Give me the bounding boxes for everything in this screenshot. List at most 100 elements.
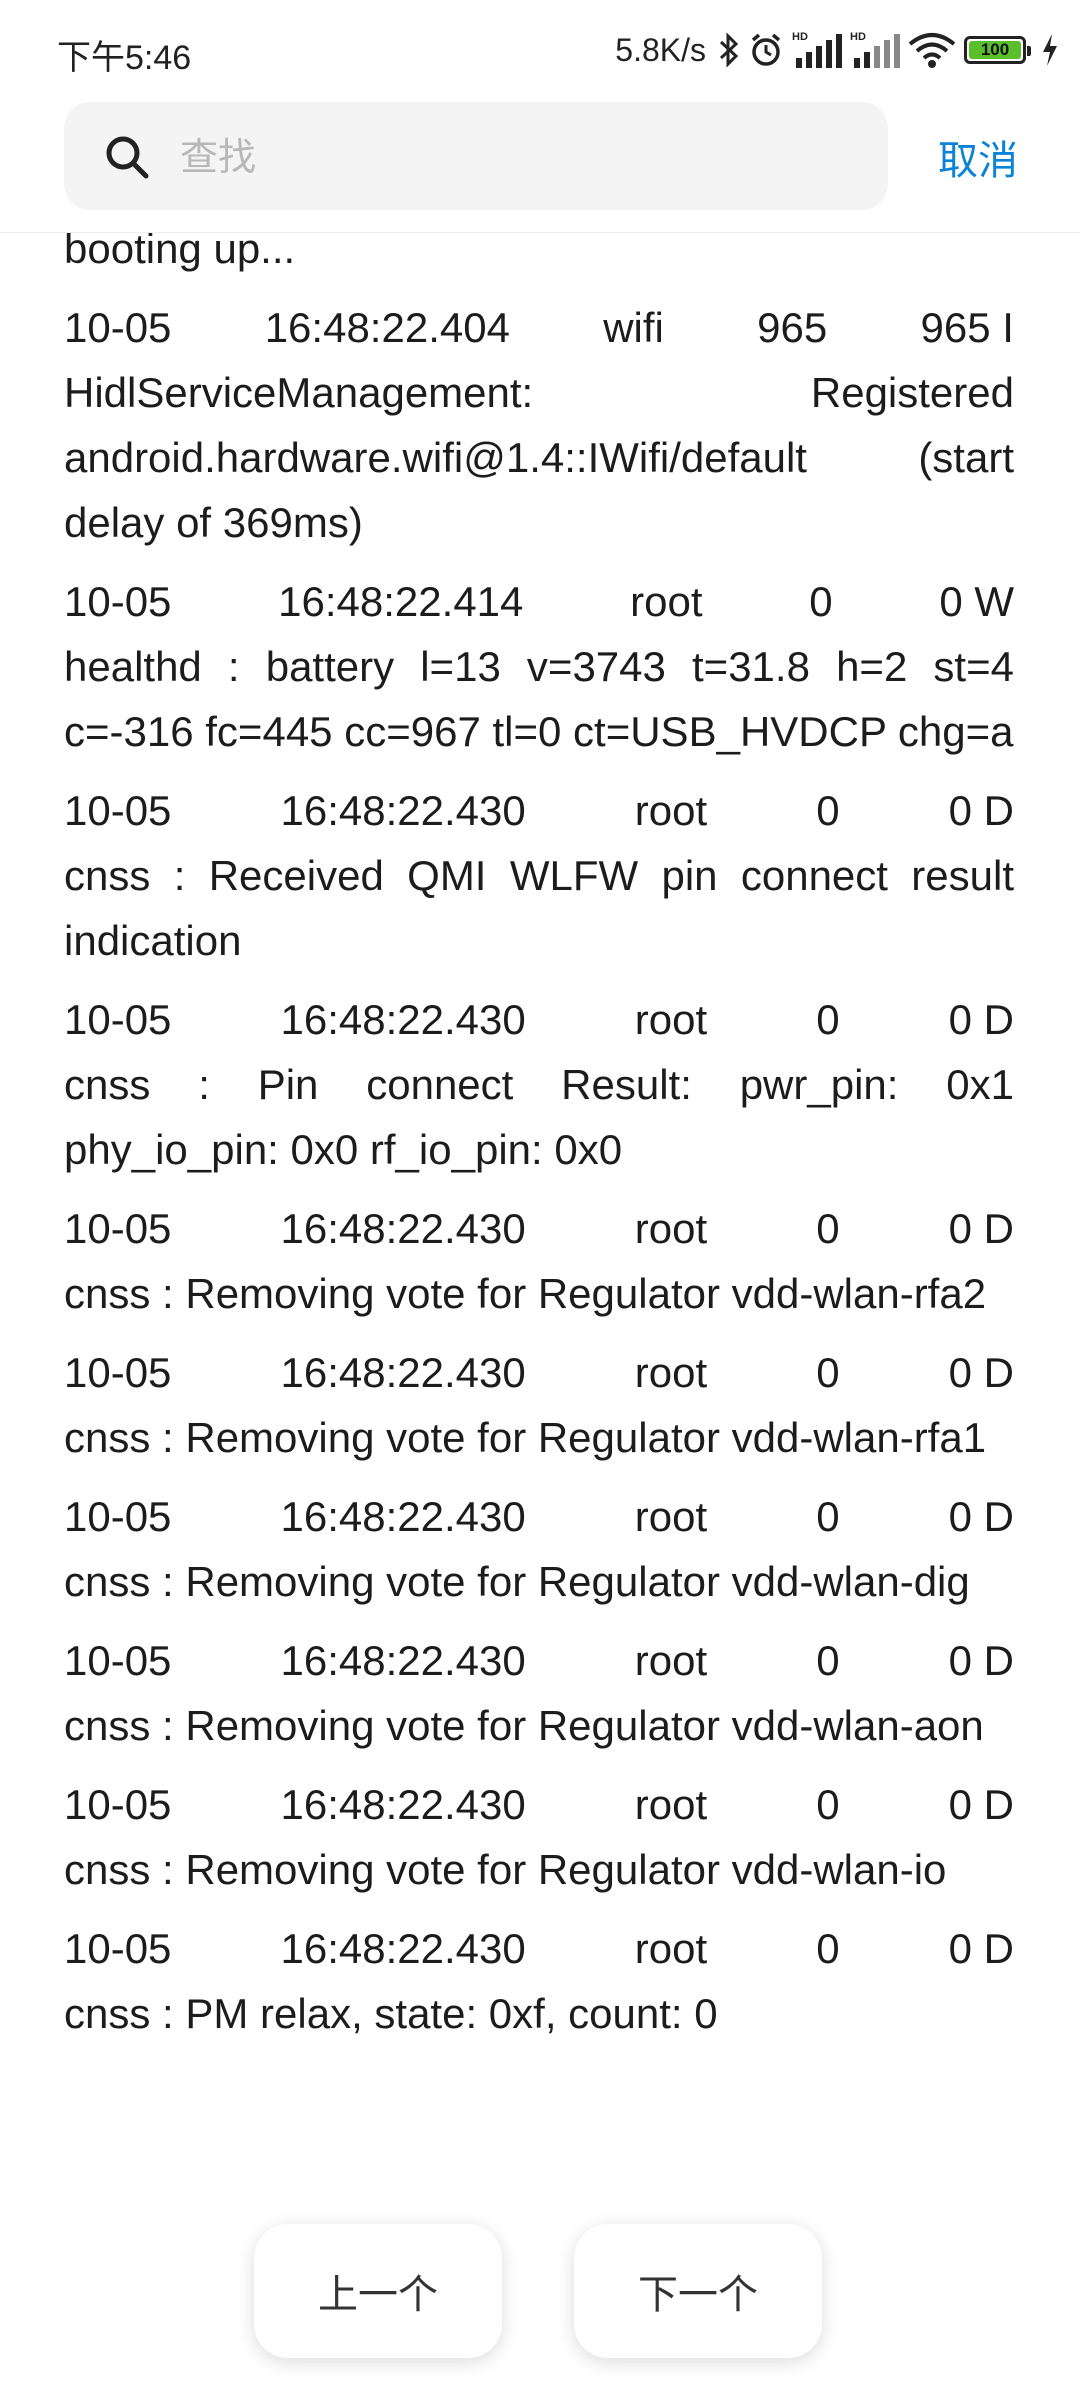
status-bar: 下午5:46 5.8K/s HD HD xyxy=(0,0,1080,100)
log-date: 10-05 xyxy=(64,1925,172,1972)
log-entry: 10-05 16:48:22.414 root 0 0 W healthd : batte… xyxy=(64,569,1014,764)
log-message: cnss : Received QMI WLFW pin connect res… xyxy=(64,852,1014,964)
log-message: cnss : Removing vote for Regulator vdd-w… xyxy=(64,1558,970,1605)
log-user: root xyxy=(634,996,708,1043)
log-time: 16:48:22.414 xyxy=(278,578,524,625)
status-icons: 5.8K/s HD HD xyxy=(615,28,1060,72)
log-date: 10-05 xyxy=(64,787,172,834)
log-level: 0 W xyxy=(939,578,1014,625)
signal-hd-2-icon: HD xyxy=(850,31,900,68)
svg-text:HD: HD xyxy=(792,31,808,43)
charging-icon xyxy=(1043,34,1057,66)
log-message: cnss : Removing vote for Regulator vdd-w… xyxy=(64,1702,984,1749)
log-entry: 10-05 16:48:22.404 wifi 965 965 I HidlService… xyxy=(64,295,1014,555)
search-box[interactable] xyxy=(64,102,888,210)
log-entry-meta: 10-05 16:48:22.414 root 0 0 W xyxy=(64,569,1014,634)
log-pid: 965 xyxy=(757,304,828,351)
log-entry-meta: 10-05 16:48:22.430 root 0 0 D xyxy=(64,1340,1014,1405)
log-pid: 0 xyxy=(816,1637,840,1684)
log-pid: 0 xyxy=(816,1349,840,1396)
search-input[interactable] xyxy=(178,124,862,190)
log-entry-meta: 10-05 16:48:22.430 root 0 0 D xyxy=(64,1916,1014,1981)
log-message: HidlServiceManagement: Registered androi… xyxy=(64,369,1014,546)
log-message: cnss : Pin connect Result: pwr_pin: 0x1 … xyxy=(64,1061,1014,1173)
log-entry: 10-05 16:48:22.430 root 0 0 D cnss : Received… xyxy=(64,778,1014,973)
log-time: 16:48:22.430 xyxy=(280,996,526,1043)
log-level: 965 I xyxy=(920,304,1014,351)
log-level: 0 D xyxy=(948,1205,1014,1252)
log-entry-meta: 10-05 16:48:22.404 wifi 965 965 I xyxy=(64,295,1014,360)
search-icon xyxy=(106,136,149,179)
log-level: 0 D xyxy=(948,1925,1014,1972)
wifi-icon xyxy=(908,33,956,68)
bluetooth-icon xyxy=(719,32,739,68)
log-time: 16:48:22.430 xyxy=(280,1781,526,1828)
log-entry: 10-05 16:48:22.430 root 0 0 D cnss : Removing… xyxy=(64,1628,1014,1758)
log-message: cnss : Removing vote for Regulator vdd-w… xyxy=(64,1270,987,1317)
log-time: 16:48:22.430 xyxy=(280,1493,526,1540)
log-time: 16:48:22.430 xyxy=(280,787,526,834)
log-entry: 10-05 16:48:22.430 root 0 0 D cnss : PM relax… xyxy=(64,1916,1014,2046)
log-level: 0 D xyxy=(948,1637,1014,1684)
log-user: wifi xyxy=(603,304,664,351)
log-message: healthd : battery l=13 v=3743 t=31.8 h=2… xyxy=(64,643,1014,755)
log-time: 16:48:22.430 xyxy=(280,1205,526,1252)
cancel-button[interactable]: 取消 xyxy=(938,138,1018,184)
signal-hd-1-icon: HD xyxy=(792,31,842,68)
log-entry-meta: 10-05 16:48:22.430 root 0 0 D xyxy=(64,1484,1014,1549)
log-user: root xyxy=(634,1349,708,1396)
log-pid: 0 xyxy=(809,578,833,625)
battery-level: 100 xyxy=(980,40,1010,59)
log-pid: 0 xyxy=(816,1925,840,1972)
next-match-button[interactable]: 下一个 xyxy=(574,2224,822,2358)
log-message: cnss : PM relax, state: 0xf, count: 0 xyxy=(64,1990,718,2037)
log-user: root xyxy=(634,1925,708,1972)
log-date: 10-05 xyxy=(64,1493,172,1540)
log-level: 0 D xyxy=(948,787,1014,834)
alarm-icon xyxy=(751,33,781,66)
log-pid: 0 xyxy=(816,1205,840,1252)
log-user: root xyxy=(634,1205,708,1252)
log-level: 0 D xyxy=(948,1781,1014,1828)
log-message: cnss : Removing vote for Regulator vdd-w… xyxy=(64,1414,987,1461)
log-user: root xyxy=(634,1637,708,1684)
log-entry-meta: 10-05 16:48:22.430 root 0 0 D xyxy=(64,1628,1014,1693)
log-time: 16:48:22.430 xyxy=(280,1349,526,1396)
log-entry-meta: 10-05 16:48:22.430 root 0 0 D xyxy=(64,987,1014,1052)
log-entry: 10-05 16:48:22.430 root 0 0 D cnss : Pin conn… xyxy=(64,987,1014,1182)
log-date: 10-05 xyxy=(64,304,172,351)
log-date: 10-05 xyxy=(64,1637,172,1684)
log-date: 10-05 xyxy=(64,1349,172,1396)
log-time: 16:48:22.404 xyxy=(264,304,510,351)
log-user: root xyxy=(634,787,708,834)
status-time: 下午5:46 xyxy=(57,39,192,77)
net-speed: 5.8K/s xyxy=(615,31,706,68)
log-pid: 0 xyxy=(816,996,840,1043)
log-date: 10-05 xyxy=(64,1781,172,1828)
log-message: cnss : Removing vote for Regulator vdd-w… xyxy=(64,1846,947,1893)
log-date: 10-05 xyxy=(64,996,172,1043)
log-entry: 10-05 16:48:22.430 root 0 0 D cnss : Removing… xyxy=(64,1340,1014,1470)
svg-text:HD: HD xyxy=(850,31,866,43)
log-time: 16:48:22.430 xyxy=(280,1925,526,1972)
log-entry: 10-05 16:48:22.430 root 0 0 D cnss : Removing… xyxy=(64,1484,1014,1614)
log-user: root xyxy=(634,1781,708,1828)
log-time: 16:48:22.430 xyxy=(280,1637,526,1684)
log-level: 0 D xyxy=(948,1349,1014,1396)
log-pid: 0 xyxy=(816,787,840,834)
log-entry-meta: 10-05 16:48:22.430 root 0 0 D xyxy=(64,778,1014,843)
log-level: 0 D xyxy=(948,1493,1014,1540)
battery-icon: 100 xyxy=(964,36,1031,64)
log-pid: 0 xyxy=(816,1493,840,1540)
search-header: 取消 xyxy=(0,100,1080,233)
log-level: 0 D xyxy=(948,996,1014,1043)
previous-match-button[interactable]: 上一个 xyxy=(254,2224,502,2358)
log-user: root xyxy=(630,578,703,625)
log-user: root xyxy=(634,1493,708,1540)
log-date: 10-05 xyxy=(64,578,172,625)
